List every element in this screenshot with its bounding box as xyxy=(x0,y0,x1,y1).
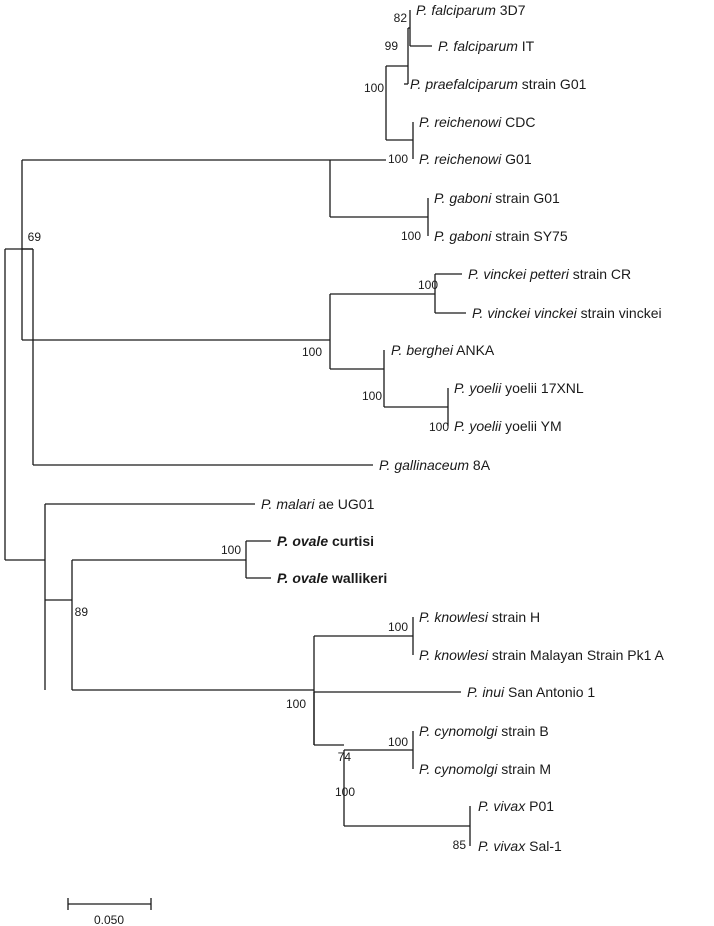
taxon-species-name: P. ovale xyxy=(277,570,328,586)
bootstrap-value: 100 xyxy=(302,345,322,359)
taxon-label: P. vivax P01 xyxy=(478,798,554,814)
taxon-species-name: P. vivax xyxy=(478,798,526,814)
taxon-strain-name: ae UG01 xyxy=(314,496,374,512)
bootstrap-value: 100 xyxy=(335,785,355,799)
bootstrap-value: 99 xyxy=(385,39,399,53)
taxon-label: P. vinckei petteri strain CR xyxy=(468,266,631,282)
taxon-label: P. knowlesi strain Malayan Strain Pk1 A xyxy=(419,647,665,663)
bootstrap-value: 100 xyxy=(418,278,438,292)
taxon-strain-name: strain H xyxy=(488,609,540,625)
taxon-strain-name: P01 xyxy=(525,798,554,814)
taxon-species-name: P. vinckei vinckei xyxy=(472,305,578,321)
taxon-strain-name: 8A xyxy=(469,457,491,473)
bootstrap-value: 82 xyxy=(394,11,408,25)
taxon-strain-name: yoelii YM xyxy=(501,418,561,434)
taxon-strain-name: strain vinckei xyxy=(577,305,662,321)
taxon-species-name: P. yoelii xyxy=(454,418,502,434)
taxon-label: P. yoelii yoelii YM xyxy=(454,418,562,434)
scale-bar: 0.050 xyxy=(67,898,152,926)
bootstrap-value: 100 xyxy=(286,697,306,711)
taxon-label: P. ovale curtisi xyxy=(277,533,374,549)
taxon-species-name: P. malari xyxy=(261,496,315,512)
taxon-species-name: P. falciparum xyxy=(438,38,518,54)
taxon-species-name: P. cynomolgi xyxy=(419,761,498,777)
taxon-strain-name: IT xyxy=(518,38,535,54)
bootstrap-value: 100 xyxy=(221,543,241,557)
bootstrap-value: 100 xyxy=(362,389,382,403)
taxon-label: P. knowlesi strain H xyxy=(419,609,540,625)
taxon-species-name: P. cynomolgi xyxy=(419,723,498,739)
taxon-label: P. cynomolgi strain B xyxy=(419,723,549,739)
taxon-species-name: P. gaboni xyxy=(434,190,492,206)
bootstrap-value: 85 xyxy=(453,838,467,852)
taxon-species-name: P. ovale xyxy=(277,533,328,549)
bootstrap-value: 100 xyxy=(388,152,408,166)
bootstrap-value: 89 xyxy=(75,605,89,619)
bootstrap-value: 69 xyxy=(28,230,42,244)
bootstrap-value: 100 xyxy=(388,620,408,634)
taxon-label: P. cynomolgi strain M xyxy=(419,761,551,777)
bootstrap-value: 74 xyxy=(338,750,352,764)
taxon-strain-name: CDC xyxy=(501,114,535,130)
taxon-strain-name: San Antonio 1 xyxy=(504,684,595,700)
taxon-label: P. yoelii yoelii 17XNL xyxy=(454,380,584,396)
taxon-strain-name: strain B xyxy=(497,723,548,739)
taxon-species-name: P. gaboni xyxy=(434,228,492,244)
taxon-strain-name: wallikeri xyxy=(328,570,387,586)
taxon-label: P. praefalciparum strain G01 xyxy=(410,76,587,92)
taxon-label: P. gallinaceum 8A xyxy=(379,457,491,473)
bootstrap-value: 100 xyxy=(401,229,421,243)
taxon-label: P. reichenowi CDC xyxy=(419,114,535,130)
taxon-strain-name: Sal-1 xyxy=(525,838,562,854)
bootstrap-value: 100 xyxy=(388,735,408,749)
scale-bar-label: 0.050 xyxy=(94,913,124,926)
taxon-label: P. falciparum 3D7 xyxy=(416,2,526,18)
taxon-strain-name: curtisi xyxy=(328,533,374,549)
taxon-strain-name: yoelii 17XNL xyxy=(501,380,584,396)
taxon-species-name: P. vinckei petteri xyxy=(468,266,570,282)
taxon-strain-name: strain M xyxy=(497,761,551,777)
taxon-label: P. gaboni strain SY75 xyxy=(434,228,568,244)
taxon-label: P. gaboni strain G01 xyxy=(434,190,560,206)
taxon-species-name: P. reichenowi xyxy=(419,151,502,167)
taxon-label: P. vivax Sal-1 xyxy=(478,838,562,854)
taxon-species-name: P. falciparum xyxy=(416,2,496,18)
bootstrap-values: 82 99 100 100 100 69 100 100 100 100 100 89 100 100 85… xyxy=(28,11,467,852)
taxon-label: P. malari ae UG01 xyxy=(261,496,375,512)
taxon-strain-name: strain G01 xyxy=(518,76,587,92)
taxon-label: P. ovale wallikeri xyxy=(277,570,387,586)
taxon-label: P. vinckei vinckei strain vinckei xyxy=(472,305,662,321)
taxon-strain-name: strain CR xyxy=(569,266,631,282)
taxon-species-name: P. knowlesi xyxy=(419,647,489,663)
taxon-species-name: P. knowlesi xyxy=(419,609,489,625)
taxon-strain-name: strain Malayan Strain Pk1 A xyxy=(488,647,665,663)
taxon-label: P. reichenowi G01 xyxy=(419,151,532,167)
taxon-strain-name: strain SY75 xyxy=(491,228,567,244)
taxon-strain-name: strain G01 xyxy=(491,190,560,206)
taxon-strain-name: 3D7 xyxy=(496,2,526,18)
taxon-strain-name: ANKA xyxy=(453,342,495,358)
taxon-species-name: P. praefalciparum xyxy=(410,76,518,92)
taxon-species-name: P. reichenowi xyxy=(419,114,502,130)
bootstrap-value: 100 xyxy=(429,420,449,434)
taxon-label: P. berghei ANKA xyxy=(391,342,495,358)
tree-branches xyxy=(4,10,471,846)
taxon-species-name: P. yoelii xyxy=(454,380,502,396)
taxon-species-name: P. inui xyxy=(467,684,505,700)
taxon-species-name: P. berghei xyxy=(391,342,454,358)
taxon-label: P. inui San Antonio 1 xyxy=(467,684,595,700)
taxon-species-name: P. gallinaceum xyxy=(379,457,469,473)
taxon-label: P. falciparum IT xyxy=(438,38,535,54)
bootstrap-value: 100 xyxy=(364,81,384,95)
taxon-strain-name: G01 xyxy=(501,151,532,167)
taxon-species-name: P. vivax xyxy=(478,838,526,854)
